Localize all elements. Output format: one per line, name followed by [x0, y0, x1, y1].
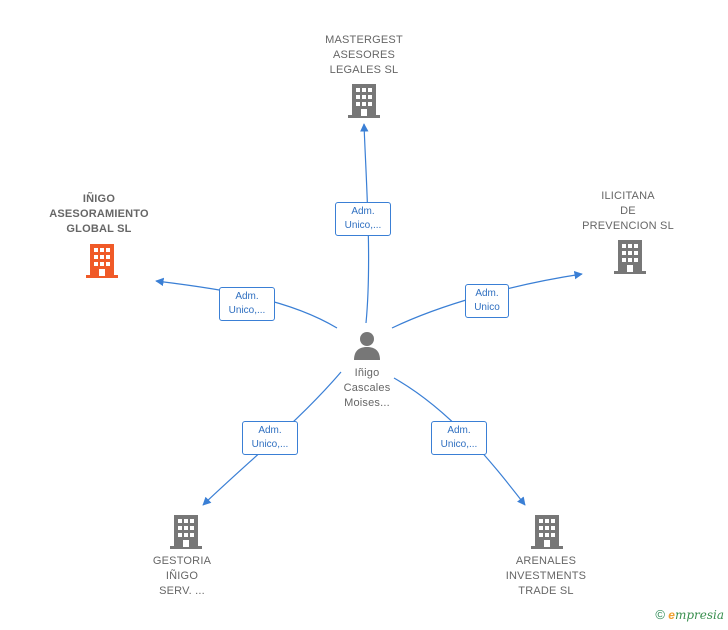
node-label-inigo-asesoramiento[interactable]: IÑIGO ASESORAMIENTO GLOBAL SL — [49, 193, 149, 235]
building-icon[interactable] — [531, 515, 563, 549]
building-icon[interactable] — [614, 240, 646, 274]
edge-label-gestoria[interactable]: Adm. Unico,... — [242, 421, 298, 455]
edge-label-ilicitana[interactable]: Adm. Unico — [465, 284, 509, 318]
node-label-mastergest[interactable]: MASTERGEST ASESORES LEGALES SL — [325, 34, 403, 76]
building-icon[interactable] — [86, 244, 118, 278]
footer-brand: © empresia — [655, 607, 724, 622]
center-person-name[interactable]: Iñigo Cascales Moises... — [343, 367, 391, 409]
edge-label-inigo-asesoramiento[interactable]: Adm. Unico,... — [219, 287, 275, 321]
node-label-arenales[interactable]: ARENALES INVESTMENTS TRADE SL — [505, 555, 587, 597]
edge-label-mastergest[interactable]: Adm. Unico,... — [335, 202, 391, 236]
brand-initial: e — [668, 608, 675, 622]
edge-label-arenales[interactable]: Adm. Unico,... — [431, 421, 487, 455]
node-label-gestoria[interactable]: GESTORIA IÑIGO SERV. ... — [152, 555, 212, 597]
building-icon[interactable] — [170, 515, 202, 549]
brand-name: mpresia — [674, 608, 724, 622]
node-label-ilicitana[interactable]: ILICITANA DE PREVENCION SL — [582, 190, 674, 232]
building-icon[interactable] — [348, 84, 380, 118]
copyright-symbol: © — [655, 607, 665, 622]
person-icon[interactable] — [352, 330, 382, 360]
